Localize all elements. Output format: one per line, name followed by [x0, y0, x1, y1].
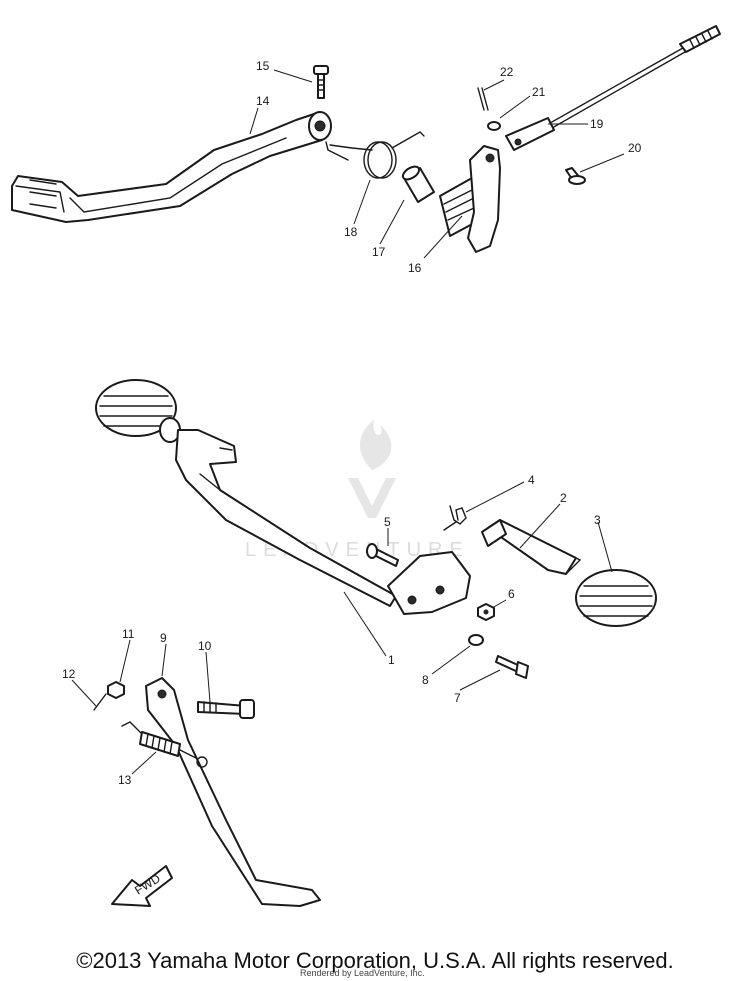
callout-20: 20	[628, 141, 642, 155]
callout-10: 10	[198, 639, 212, 653]
collar-17	[401, 165, 435, 203]
callout-4: 4	[528, 473, 535, 487]
rendered-by-note: Rendered by LeadVenture, Inc.	[300, 968, 425, 978]
callout-1: 1	[388, 653, 395, 667]
nut-11	[107, 681, 125, 699]
sidestand-9	[145, 677, 321, 907]
callout-19: 19	[590, 117, 604, 131]
bolt-10	[197, 699, 255, 719]
footrest-rubber-left	[95, 379, 181, 443]
footrest-bar-1	[175, 429, 397, 607]
clevis-pin-20	[565, 167, 586, 185]
callout-2: 2	[560, 491, 567, 505]
callout-22: 22	[500, 65, 514, 79]
washer-21	[487, 121, 501, 131]
spring-13	[121, 721, 208, 768]
cotter-pin-12	[93, 693, 107, 711]
callout-5: 5	[384, 515, 391, 529]
callout-13: 13	[118, 773, 132, 787]
callout-17: 17	[372, 245, 386, 259]
cotter-pin-22	[477, 87, 489, 111]
nut-6	[477, 603, 495, 621]
watermark-v-logo	[348, 478, 396, 518]
pin-5	[366, 543, 399, 567]
callout-16: 16	[408, 261, 422, 275]
callout-leaders	[71, 69, 625, 775]
spring-4	[443, 505, 467, 531]
footrest-bracket	[387, 551, 471, 615]
fwd-arrow-icon: FWD	[111, 865, 173, 907]
watermark-flame-icon	[359, 420, 392, 470]
callout-8: 8	[422, 673, 429, 687]
copyright-footer: ©2013 Yamaha Motor Corporation, U.S.A. A…	[76, 948, 674, 973]
callout-11: 11	[122, 627, 135, 641]
callout-12: 12	[62, 667, 76, 681]
callout-3: 3	[594, 513, 601, 527]
bolt-7	[495, 655, 529, 679]
brake-rod-19	[505, 25, 721, 151]
footrest-2	[481, 519, 582, 575]
callout-7: 7	[454, 691, 461, 705]
callout-21: 21	[532, 85, 546, 99]
callout-14: 14	[256, 94, 270, 108]
washer-8	[468, 634, 484, 646]
pedal-pivot-boss	[308, 111, 332, 141]
callout-labels: 15 14 18 17 16 19 20 21 22 4 2 3 5 6 8 7…	[62, 59, 642, 787]
callout-6: 6	[508, 587, 515, 601]
brake-shaft-16	[439, 145, 501, 253]
return-spring-18	[325, 131, 425, 179]
bolt-15	[313, 65, 329, 99]
callout-15: 15	[256, 59, 270, 73]
brake-pedal-14	[11, 111, 329, 223]
footrest-rubber-right-3	[575, 569, 657, 627]
callout-9: 9	[160, 631, 167, 645]
callout-18: 18	[344, 225, 358, 239]
